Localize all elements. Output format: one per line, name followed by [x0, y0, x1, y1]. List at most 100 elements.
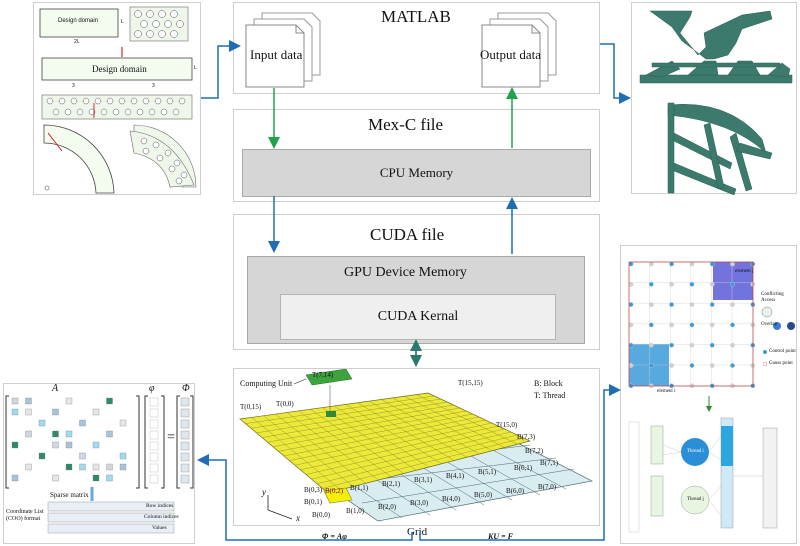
matrix-cell — [52, 441, 59, 449]
control-point — [628, 281, 634, 287]
control-point — [689, 302, 695, 307]
block-label: B(0,0) — [312, 511, 331, 519]
matrix-cell — [106, 463, 113, 471]
block-label: B(2,1) — [382, 480, 401, 488]
control-point — [648, 363, 654, 368]
thread-i-label: Thread i — [687, 449, 704, 454]
cuda-title: CUDA file — [370, 225, 445, 244]
block-label: B(5,0) — [474, 491, 493, 499]
control-point — [730, 281, 735, 287]
block-label: B(3,1) — [414, 476, 433, 484]
control-point — [648, 302, 654, 307]
matrix-cell — [79, 452, 86, 460]
axis-y-label: y — [262, 487, 266, 497]
block-label: B(6,1) — [514, 464, 533, 472]
control-point — [648, 342, 654, 348]
phi-cell — [149, 474, 159, 484]
phi-cell — [149, 463, 159, 473]
block-label: B(3,0) — [410, 499, 429, 507]
matrix-cell — [65, 463, 73, 471]
control-point — [689, 281, 695, 287]
control-point-label: Control point — [769, 349, 796, 354]
block-label: B(7,1) — [540, 459, 559, 467]
matrix-cell — [65, 430, 73, 438]
cpu-memory-box: CPU Memory — [242, 149, 591, 197]
control-point — [669, 281, 674, 287]
matrix-cell — [65, 441, 73, 449]
matrix-cell — [11, 397, 19, 405]
matrix-cell — [92, 474, 100, 482]
grid-panel: Computing Unit T(7,14) T(15,15) T(0,15) … — [233, 368, 600, 526]
control-point — [689, 342, 695, 348]
phi-cell — [149, 430, 159, 440]
sparse-matrix-label: Sparse matrix — [50, 491, 89, 499]
block-label: B(0,1) — [304, 498, 323, 506]
matrix-cell — [52, 474, 59, 482]
sparse-matrix-panel: A φ Φ = Sparse matrix Coordinate List (C… — [3, 383, 195, 544]
arrow-output-to-structures — [600, 43, 631, 104]
values-label: Values — [152, 525, 167, 531]
thread-label: T(0,0) — [276, 400, 294, 408]
matrix-A-label: A — [52, 383, 59, 394]
matrix-cell — [119, 452, 127, 460]
design-domain-label: Design domain — [58, 18, 99, 24]
matlab-title: MATLAB — [381, 7, 451, 26]
matrix-cell — [25, 408, 32, 416]
matrix-cell — [25, 430, 32, 438]
control-point — [628, 302, 634, 307]
block-label: B(7,2) — [525, 447, 544, 455]
matrix-cell — [92, 463, 100, 471]
gauss-point-label: Gauss point — [769, 361, 793, 366]
gpu-memory-box: GPU Device Memory CUDA Kernal — [247, 256, 585, 344]
mexc-title: Mex-C file — [368, 115, 444, 134]
dimension-label: L — [121, 19, 124, 25]
matrix-cell — [79, 419, 86, 427]
block-label: B(4,0) — [442, 495, 461, 503]
matrix-cell — [119, 463, 127, 471]
control-point — [669, 302, 674, 307]
control-point — [689, 322, 695, 328]
matrix-cell — [119, 419, 127, 427]
control-point — [730, 261, 735, 267]
block-legend: B: Block — [534, 379, 563, 388]
thread-legend: T: Thread — [534, 391, 566, 400]
matrix-cell — [25, 397, 32, 405]
conflict-label: Conflicting Access — [761, 292, 784, 303]
phi-cell — [149, 441, 159, 451]
block-label: B(0,3) — [304, 486, 323, 494]
matrix-cell — [11, 408, 19, 416]
block-label: B(6,0) — [506, 487, 525, 495]
overlap-label: Overlap — [761, 322, 778, 327]
control-point — [730, 322, 735, 328]
control-point — [648, 322, 654, 328]
dimension-label: 3 — [152, 83, 155, 89]
matrix-cell — [106, 430, 113, 438]
thread-label-top: T(7,14) — [312, 371, 334, 379]
matrix-cell — [38, 452, 46, 460]
block-label: B(2,0) — [378, 503, 397, 511]
control-point — [730, 302, 735, 307]
block-label: B(1,1) — [350, 484, 369, 492]
cuda-kernel-box: CUDA Kernal — [280, 294, 556, 340]
output-data-label: Output data — [480, 47, 542, 62]
matrix-cell — [92, 408, 100, 416]
computing-unit-label: Computing Unit — [240, 379, 293, 388]
block-label-highlight: B(0,2) — [325, 487, 344, 495]
element-j-label: element j — [735, 269, 754, 274]
control-point — [730, 363, 735, 368]
output-data-icon — [481, 12, 557, 88]
control-point — [689, 363, 695, 368]
control-point — [669, 363, 674, 368]
matrix-cell — [25, 463, 32, 471]
column-indices-label: Column indices — [144, 514, 179, 520]
control-point — [689, 261, 695, 267]
matrix-cell — [106, 474, 113, 482]
thread-label: T(15,15) — [458, 379, 483, 387]
control-point — [628, 363, 634, 368]
element-i-label: element i — [657, 389, 676, 394]
block-label: B(4,1) — [446, 472, 465, 480]
control-point — [709, 342, 715, 348]
matlab-panel: MATLAB Input data Output data — [233, 2, 600, 94]
mexc-panel: Mex-C file CPU Memory — [233, 109, 600, 202]
matrix-cell — [52, 408, 59, 416]
